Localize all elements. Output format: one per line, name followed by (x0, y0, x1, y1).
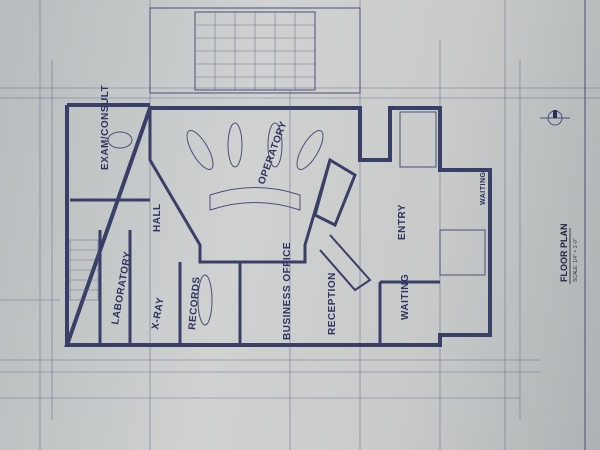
drawing-scale: SCALE: 1/4" = 1'-0" (573, 238, 579, 282)
exterior-walls (64, 103, 492, 347)
north-arrow-icon (540, 110, 570, 126)
room-label-records: RECORDS (187, 276, 203, 330)
deck-structure (149, 7, 361, 94)
room-label-operatory: OPERATORY (256, 120, 289, 186)
drawing-title: FLOOR PLAN (559, 224, 569, 283)
stairs (69, 239, 99, 301)
interior-walls (70, 108, 486, 345)
room-label-exam: EXAM/CONSULT (100, 85, 111, 170)
room-label-hall: HALL (152, 203, 163, 232)
room-label-xray: X-RAY (150, 296, 167, 330)
room-label-waiting: WAITING (400, 274, 411, 320)
room-label-waiting-2: WAITING (480, 172, 487, 205)
room-label-entry: ENTRY (397, 204, 408, 240)
room-label-business: BUSINESS OFFICE (282, 242, 293, 340)
operatory-chairs (107, 122, 324, 326)
title-block: FLOOR PLAN SCALE: 1/4" = 1'-0" (559, 224, 579, 284)
room-label-reception: RECEPTION (327, 272, 338, 335)
